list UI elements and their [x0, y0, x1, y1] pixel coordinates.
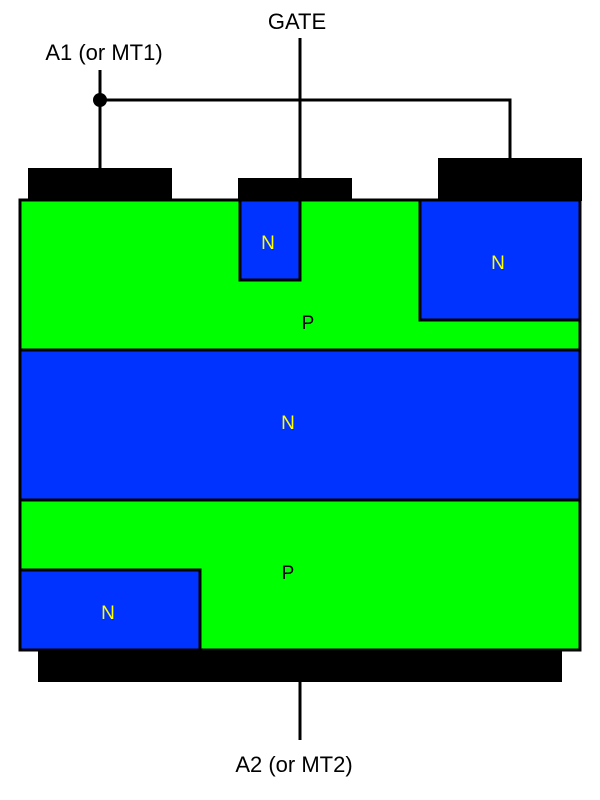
a2-contact	[38, 649, 562, 682]
gate-contact	[238, 178, 352, 201]
bottom-p-label: P	[282, 563, 295, 584]
junction-dot	[93, 93, 107, 107]
a1-terminal-label: A1 (or MT1)	[45, 40, 162, 65]
top-p-label: P	[302, 313, 315, 334]
gate-terminal-label: GATE	[268, 9, 326, 34]
a2-n-region	[18, 568, 202, 652]
a1-right-contact	[438, 158, 582, 201]
a1-connection-wire	[100, 98, 512, 160]
a2-terminal-label: A2 (or MT2)	[235, 752, 352, 777]
a1-n-region	[418, 198, 582, 322]
middle-n-layer	[18, 348, 582, 502]
a1-n-label: N	[491, 253, 505, 274]
a1-contact	[28, 168, 172, 201]
middle-n-label: N	[281, 413, 295, 434]
a2-n-label: N	[101, 603, 115, 624]
gate-n-region	[238, 198, 302, 282]
gate-n-label: N	[261, 233, 275, 254]
